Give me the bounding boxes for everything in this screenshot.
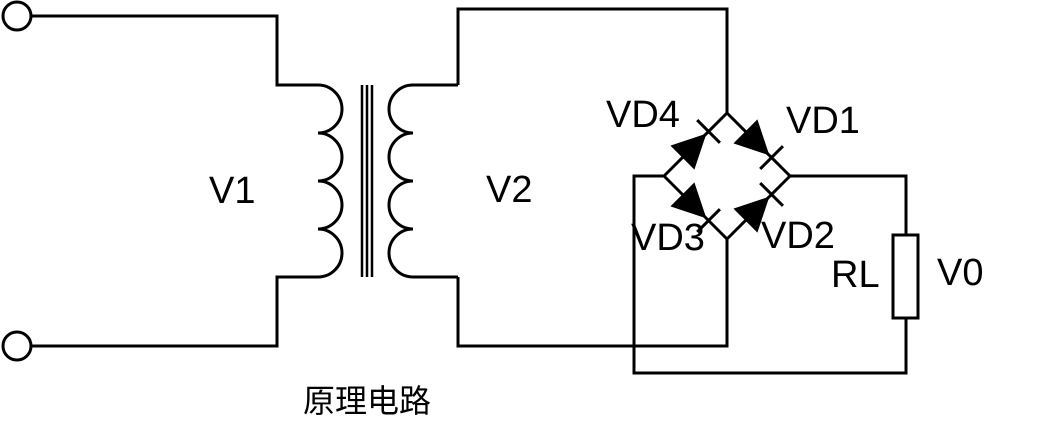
wire-ac-input-top	[31, 14, 318, 87]
load-resistor	[891, 233, 920, 320]
figure-caption: 原理电路	[303, 383, 432, 419]
wire-secondary-to-bridge-bottom	[456, 239, 729, 348]
diode-vd3-arrow	[670, 182, 707, 219]
diode-vd2-arrow	[733, 196, 770, 233]
diode-vd3	[662, 174, 729, 241]
diode-vd3-label: VD3	[631, 217, 705, 259]
primary-voltage-label: V1	[209, 170, 256, 212]
diode-vd4-label: VD4	[606, 94, 680, 136]
diode-vd1	[725, 111, 792, 178]
primary-winding	[317, 83, 344, 279]
diode-vd1-arrow	[733, 119, 770, 156]
input-terminal-bottom	[1, 330, 33, 362]
diode-vd2-cathode-bar	[759, 182, 784, 207]
wire-secondary-to-bridge-top	[456, 7, 729, 113]
diode-vd4	[662, 111, 729, 178]
output-voltage-label: V0	[937, 252, 984, 294]
diode-vd2-label: VD2	[761, 215, 835, 257]
secondary-winding	[387, 83, 458, 279]
diode-vd3-cathode-bar	[696, 208, 721, 233]
wire-bridge-left-to-load	[632, 174, 908, 375]
load-resistor-label: RL	[831, 254, 880, 296]
diode-vd1-cathode-bar	[759, 145, 784, 170]
wire-ac-input-bottom	[31, 275, 318, 348]
diode-vd2	[725, 174, 792, 241]
wire-bridge-right-to-load	[790, 174, 908, 235]
secondary-voltage-label: V2	[486, 169, 533, 211]
diode-vd4-cathode-bar	[696, 119, 721, 144]
diode-vd4-arrow	[670, 133, 707, 170]
diode-vd1-label: VD1	[786, 100, 860, 142]
input-terminal-top	[1, 0, 33, 32]
